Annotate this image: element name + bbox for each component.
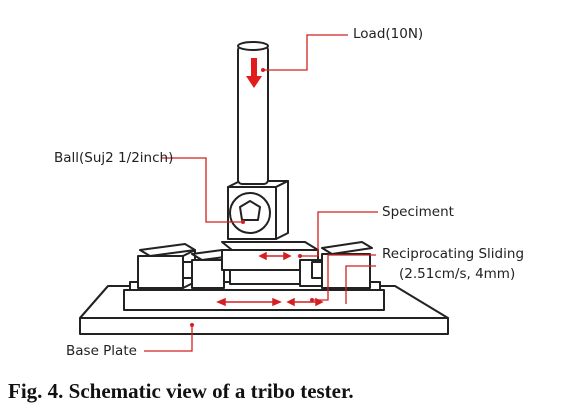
base-plate-label: Base Plate: [66, 343, 137, 359]
ball-shape: [229, 192, 271, 234]
leader-dot: [261, 68, 265, 72]
load-arrow-icon: [246, 58, 262, 88]
figure-caption: Fig. 4. Schematic view of a tribo tester…: [8, 379, 354, 403]
ball-leader-line: [162, 157, 243, 223]
sliding-stage-shape: [123, 281, 385, 311]
leader-dot: [310, 298, 314, 302]
load-label: Load(10N): [353, 26, 424, 42]
reciprocating-leader-line-2: [345, 265, 376, 304]
specimen-leader-line: [300, 211, 378, 257]
ball-label: Ball(Suj2 1/2inch): [54, 150, 174, 166]
leader-dot: [241, 220, 245, 224]
load-shaft-shape: [237, 41, 269, 185]
sliding-direction-arrows: [216, 251, 324, 307]
reciprocating-params-label: (2.51cm/s, 4mm): [399, 266, 516, 282]
leader-dot: [190, 323, 194, 327]
right-block-shape: [321, 241, 373, 289]
left-block-shape: [137, 243, 196, 289]
specimen-label: Speciment: [382, 204, 454, 220]
base-plate-leader-line: [144, 325, 193, 352]
reciprocating-leader-line: [312, 254, 376, 301]
load-leader-line: [263, 34, 348, 71]
reciprocating-label: Reciprocating Sliding: [382, 246, 525, 262]
leader-dot: [298, 254, 302, 258]
